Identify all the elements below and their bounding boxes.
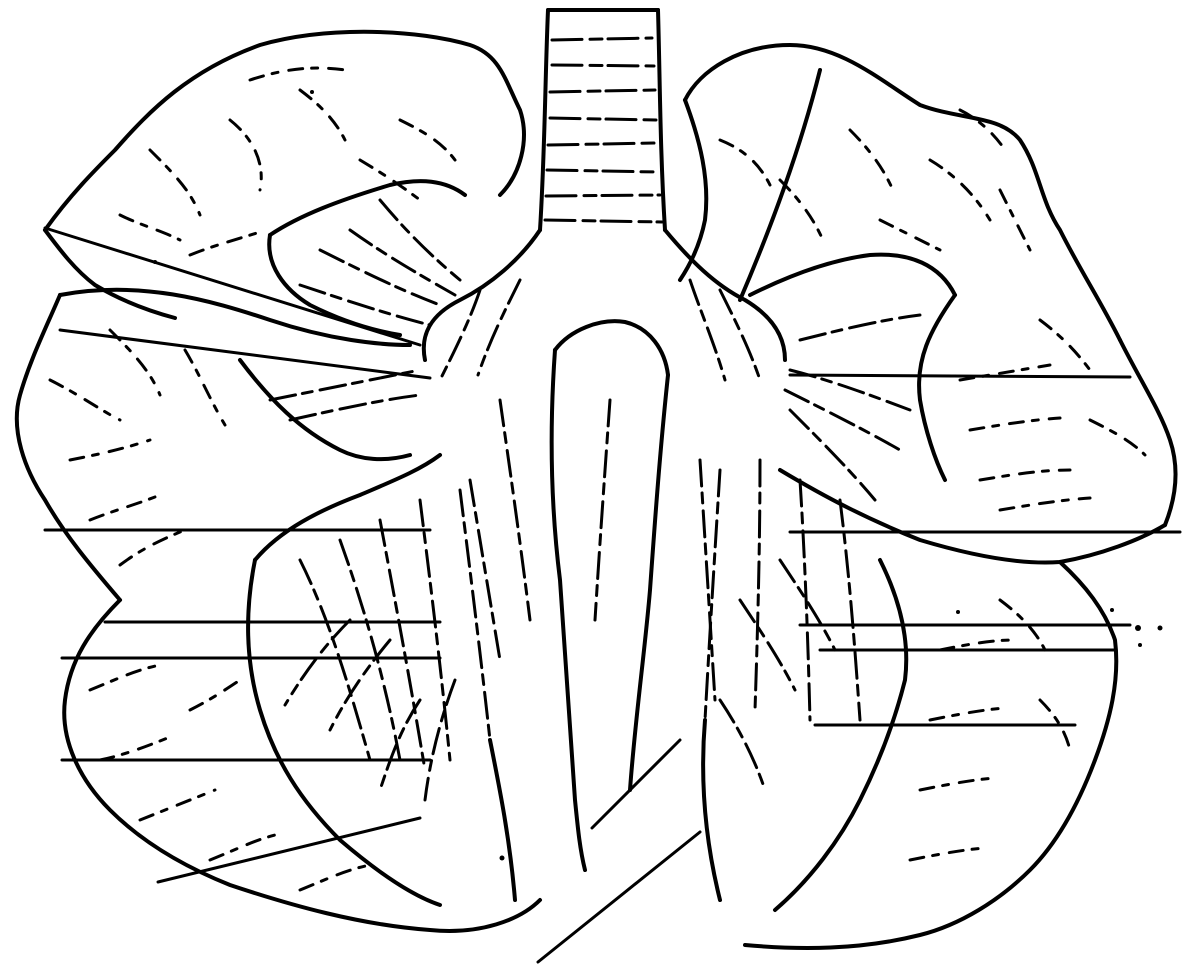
leader-line-left-2 bbox=[60, 330, 430, 378]
right-lower-bronchial-tree bbox=[703, 460, 860, 900]
carina-and-main-bronchi bbox=[424, 230, 785, 380]
leader-line-right-1 bbox=[790, 375, 1130, 377]
leader-line-center-1 bbox=[592, 740, 680, 828]
right-upper-bronchial-fan bbox=[785, 315, 920, 500]
leader-line-center-2 bbox=[538, 832, 700, 962]
left-lung-middle-region bbox=[17, 290, 410, 600]
label-leader-lines bbox=[45, 228, 1180, 962]
left-lung-lower-lobe bbox=[64, 560, 540, 931]
right-lung-lower-lobe bbox=[745, 560, 1116, 948]
heart-and-great-vessels bbox=[470, 350, 715, 870]
left-upper-bronchial-fan bbox=[269, 181, 465, 420]
trachea bbox=[540, 10, 665, 230]
right-lung-upper-lobe bbox=[680, 45, 1120, 340]
